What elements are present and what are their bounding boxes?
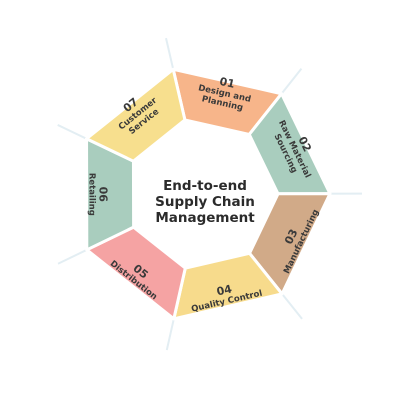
segment-number: 06 <box>96 187 109 203</box>
center-title-line-2: Supply Chain <box>155 194 255 210</box>
center-title-line-1: End-to-end <box>163 178 247 194</box>
segment-label: Retailing <box>86 173 96 216</box>
center-title-line-3: Management <box>155 210 255 226</box>
center-title: End-to-end Supply Chain Management <box>155 178 255 226</box>
